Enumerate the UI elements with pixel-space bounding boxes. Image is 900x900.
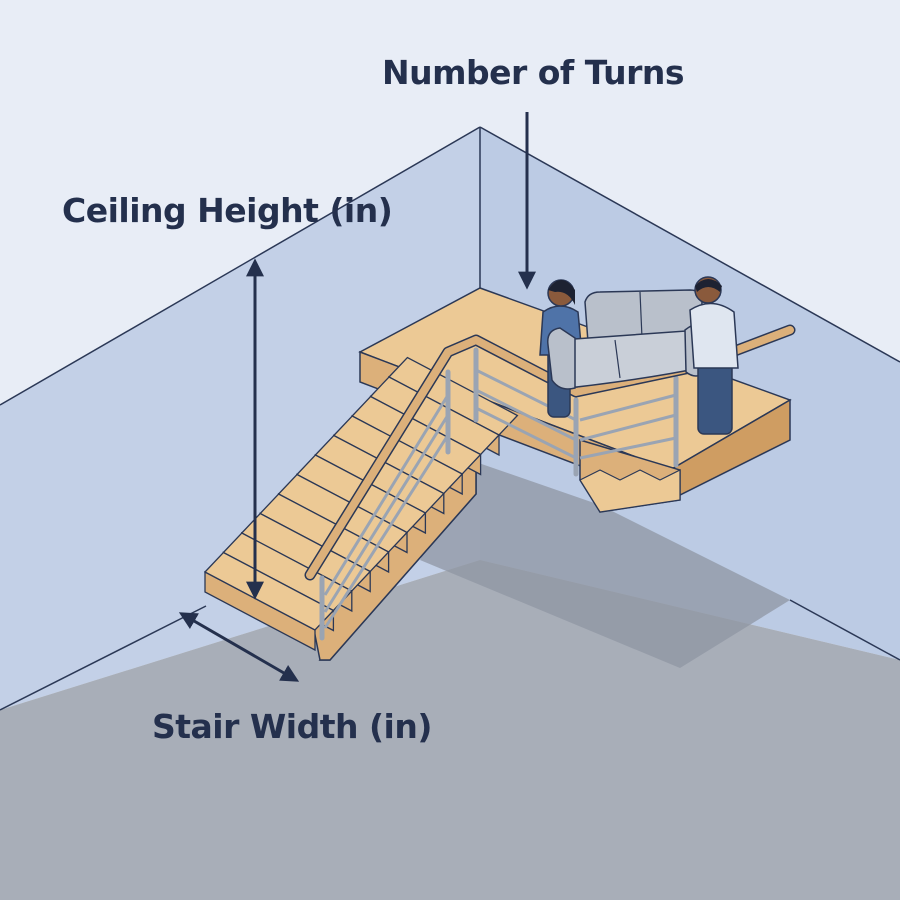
stair-tread xyxy=(203,551,335,631)
rail-bar xyxy=(475,388,577,442)
rail-bar xyxy=(579,436,677,460)
double-arrow-diagonal-icon xyxy=(178,612,300,682)
rail-bar xyxy=(323,394,450,596)
person-right xyxy=(689,276,739,435)
stair-width-label: Stair Width (in) xyxy=(152,707,432,746)
sofa xyxy=(547,289,711,390)
floor-shadow xyxy=(420,460,790,668)
rail-bar xyxy=(579,413,677,442)
number-of-turns-label: Number of Turns xyxy=(382,53,685,92)
movers-with-sofa xyxy=(539,276,739,435)
floor-edge-right xyxy=(789,599,900,661)
rail-bar xyxy=(323,414,450,613)
rail-bar xyxy=(475,406,577,460)
main-flight-steps xyxy=(203,356,519,652)
side-flight-steps-face xyxy=(579,469,681,513)
wall-top-edge-left xyxy=(0,126,481,406)
side-flight xyxy=(579,438,681,513)
dimension-arrows xyxy=(178,112,536,682)
wall-top-edge-right xyxy=(479,126,900,363)
rail-bar xyxy=(323,434,450,629)
ceiling-height-label: Ceiling Height (in) xyxy=(62,191,393,230)
floor-edge-left xyxy=(0,605,207,711)
rail-bar xyxy=(579,393,677,422)
